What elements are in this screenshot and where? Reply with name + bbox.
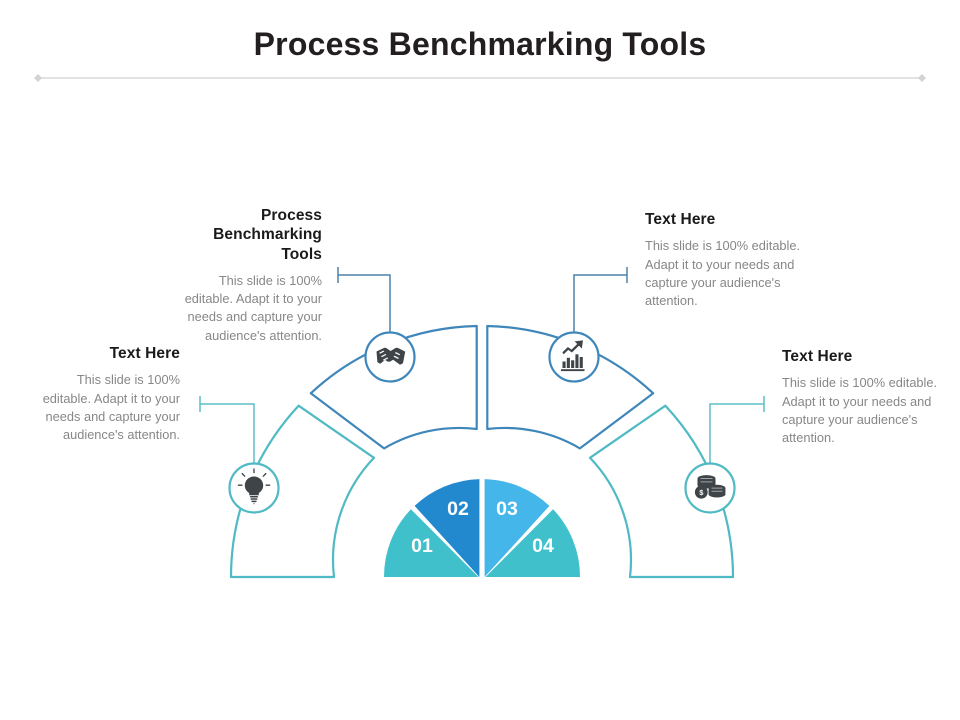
icon-badge-01[interactable] bbox=[228, 462, 280, 514]
callout-01-heading: Text Here bbox=[109, 345, 180, 362]
callout-03-heading: Text Here bbox=[645, 211, 716, 228]
icon-badge-03[interactable] bbox=[548, 331, 600, 383]
connector-01 bbox=[199, 396, 255, 463]
callout-04-body: This slide is 100% editable. Adapt it to… bbox=[782, 375, 938, 445]
wedge-01[interactable] bbox=[383, 509, 479, 577]
wedge-04[interactable] bbox=[485, 509, 581, 577]
callout-04-heading: Text Here bbox=[782, 348, 853, 365]
lightbulb-icon bbox=[237, 468, 271, 505]
icon-badge-04[interactable]: $ bbox=[684, 462, 736, 514]
page-title: Process Benchmarking Tools bbox=[253, 26, 707, 62]
handshake-icon bbox=[376, 347, 406, 365]
callout-02-heading: Process Benchmarking Tools bbox=[213, 207, 322, 263]
outer-arc-04[interactable] bbox=[588, 404, 735, 579]
callout-02: Process Benchmarking Tools This slide is… bbox=[175, 206, 322, 345]
divider-left-marker bbox=[34, 74, 42, 82]
callout-03: Text Here This slide is 100% editable. A… bbox=[645, 210, 810, 310]
connector-03 bbox=[573, 267, 628, 332]
outer-arc-03[interactable] bbox=[486, 324, 655, 450]
outer-arc-01[interactable] bbox=[229, 404, 376, 579]
svg-text:$: $ bbox=[699, 488, 703, 497]
callout-03-body: This slide is 100% editable. Adapt it to… bbox=[645, 238, 801, 308]
coins-icon: $ bbox=[694, 475, 726, 499]
title-divider bbox=[34, 74, 926, 82]
icon-badge-02[interactable] bbox=[364, 331, 416, 383]
connector-04 bbox=[709, 396, 765, 463]
outer-arc-02[interactable] bbox=[309, 324, 478, 450]
wedge-03[interactable] bbox=[484, 479, 550, 577]
segment-number-02: 02 bbox=[447, 498, 469, 520]
semicircle-diagram: 01 02 03 04 bbox=[190, 267, 775, 600]
segment-number-01: 01 bbox=[411, 535, 433, 557]
connector-02 bbox=[337, 267, 391, 332]
callout-01: Text Here This slide is 100% editable. A… bbox=[35, 344, 180, 444]
callout-04: Text Here This slide is 100% editable. A… bbox=[782, 347, 942, 447]
callout-01-body: This slide is 100% editable. Adapt it to… bbox=[42, 372, 180, 442]
segment-number-04: 04 bbox=[532, 535, 554, 557]
callout-02-body: This slide is 100% editable. Adapt it to… bbox=[184, 273, 322, 343]
segment-number-03: 03 bbox=[496, 498, 518, 520]
wedge-02[interactable] bbox=[414, 479, 480, 577]
divider-right-marker bbox=[918, 74, 926, 82]
growth-chart-icon bbox=[561, 340, 585, 372]
